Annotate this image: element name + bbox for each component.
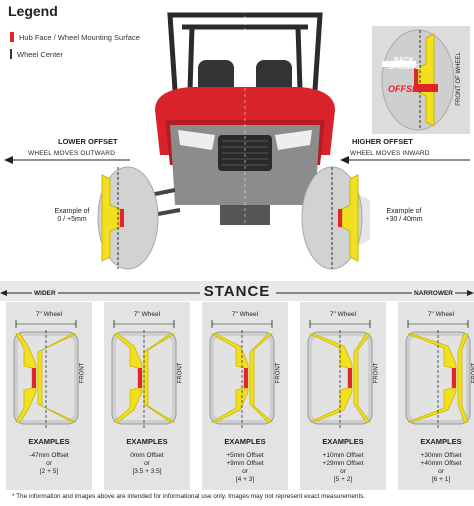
wheel-width-label: 7" Wheel (329, 311, 357, 318)
examples-heading: EXAMPLES (420, 437, 462, 446)
wider-label: WIDER (32, 290, 58, 297)
example-line4: [4 + 3] (235, 476, 255, 483)
arrow-inward-icon (340, 156, 470, 164)
stance-band (0, 281, 474, 301)
legend-wheel-center-label: Wheel Center (17, 49, 63, 59)
example-line3: or (242, 468, 248, 475)
wheel-cross-section (405, 320, 471, 428)
right-wheel-cutaway (301, 166, 370, 270)
examples-heading: EXAMPLES (322, 437, 364, 446)
legend-hub-face: Hub Face / Wheel Mounting Surface (10, 32, 140, 42)
front-label: FRONT (275, 362, 282, 384)
wheel-cross-section (307, 320, 373, 428)
legend-wheel-center: Wheel Center (10, 49, 63, 59)
offset-label: OFFSET (388, 84, 424, 94)
wheel-width-label: 7" Wheel (231, 311, 259, 318)
lower-example-line1: Example of (54, 208, 90, 215)
wheel-width-label: 7" Wheel (133, 311, 161, 318)
legend-title: Legend (8, 3, 58, 19)
example-line2: +9mm Offset (226, 460, 264, 467)
stance-title: STANCE (203, 283, 271, 300)
arrow-outward-icon (4, 156, 130, 164)
example-line1: +10mm Offset (322, 452, 364, 459)
lower-offset-direction: WHEEL MOVES OUTWARD (28, 150, 116, 157)
examples-heading: EXAMPLES (126, 437, 168, 446)
wheel-width-label: 7" Wheel (35, 311, 63, 318)
example-line2: +29mm Offset (322, 460, 364, 467)
example-line3: [3.5 + 3.5] (132, 468, 162, 475)
wheel-center-swatch (10, 49, 12, 59)
wheel-cross-section (13, 320, 79, 428)
wheel-cross-section (111, 320, 177, 428)
higher-example-line2: +30 / 40mm (385, 216, 423, 223)
example-line2: +40mm Offset (420, 460, 462, 467)
examples-heading: EXAMPLES (28, 437, 70, 446)
wheel-cross-section (209, 320, 275, 428)
higher-offset-heading: HIGHER OFFSET (352, 137, 413, 146)
higher-offset-direction: WHEEL MOVES INWARD (350, 150, 430, 157)
lower-example-line2: 0 / +5mm (57, 216, 87, 223)
example-line3: or (438, 468, 444, 475)
example-line1: -47mm Offset (29, 452, 69, 459)
example-line4: [5 + 2] (333, 476, 353, 483)
higher-offset-example: Example of +30 / 40mm (374, 208, 434, 224)
lower-offset-heading: LOWER OFFSET (58, 137, 118, 146)
front-of-wheel-label: FRONT OF WHEEL (455, 52, 462, 106)
offset-inset-diagram (372, 26, 470, 134)
footer-disclaimer: * The information and images above are i… (12, 493, 366, 500)
narrower-label: NARROWER (412, 290, 455, 297)
hub-face-swatch (10, 32, 14, 42)
right-headlight (275, 130, 312, 150)
example-line3: [2 + 5] (39, 468, 59, 475)
front-label: FRONT (79, 362, 86, 384)
lower-offset-example: Example of 0 / +5mm (44, 208, 100, 224)
higher-example-line1: Example of (386, 208, 422, 215)
front-label: FRONT (373, 362, 380, 384)
example-line1: +5mm Offset (226, 452, 264, 459)
back-spacing-label: BACK SPACING (388, 57, 420, 71)
example-line3: or (340, 468, 346, 475)
front-label: FRONT (177, 362, 184, 384)
examples-heading: EXAMPLES (224, 437, 266, 446)
example-line2: or (144, 460, 150, 467)
example-line1: 0mm Offset (130, 452, 164, 459)
left-wheel-cutaway (97, 166, 159, 270)
example-line1: +30mm Offset (420, 452, 462, 459)
legend-hub-face-label: Hub Face / Wheel Mounting Surface (19, 32, 140, 42)
left-headlight (178, 130, 215, 150)
example-line4: [6 + 1] (431, 476, 451, 483)
wheel-width-label: 7" Wheel (427, 311, 455, 318)
example-line2: or (46, 460, 52, 467)
